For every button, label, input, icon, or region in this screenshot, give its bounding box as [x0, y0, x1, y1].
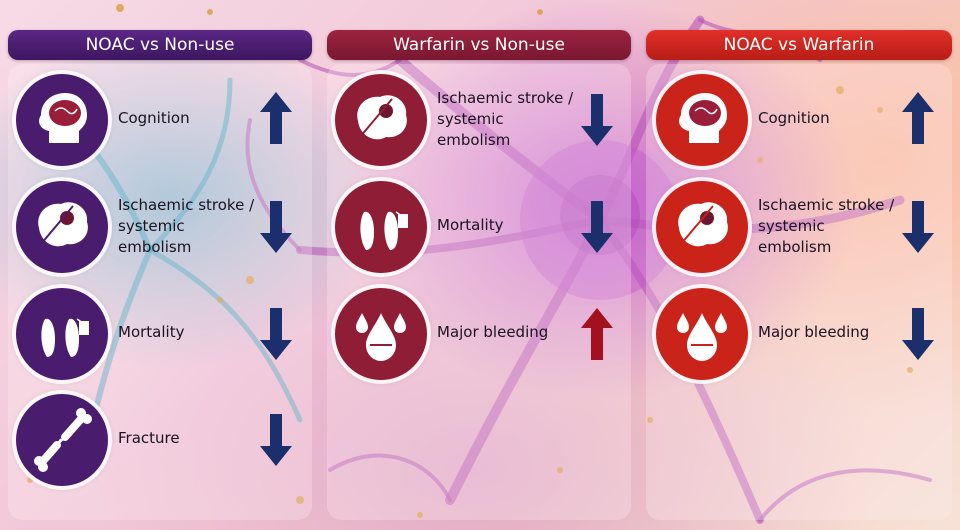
- column-header: Warfarin vs Non-use: [327, 30, 631, 60]
- arrow-up-icon: [581, 308, 613, 360]
- outcome-label: Ischaemic stroke / systemic embolism: [118, 196, 255, 256]
- arrow-down-icon: [581, 201, 613, 253]
- outcome-label: Major bleeding: [437, 323, 549, 341]
- column-header: NOAC vs Non-use: [8, 30, 312, 60]
- brain-clot-icon: [656, 181, 748, 273]
- outcome-label: Ischaemic stroke / systemic embolism: [437, 89, 574, 149]
- arrow-down-icon: [902, 308, 934, 360]
- brain-clot-icon: [16, 181, 108, 273]
- arrow-down-icon: [260, 414, 292, 466]
- feet-tag-icon: [335, 181, 427, 273]
- blood-drops-icon: [335, 288, 427, 380]
- arrow-down-icon: [260, 201, 292, 253]
- column-header: NOAC vs Warfarin: [646, 30, 952, 60]
- outcome-label: Major bleeding: [758, 323, 870, 341]
- outcome-label: Mortality: [437, 216, 504, 234]
- blood-drops-icon: [656, 288, 748, 380]
- head-brain-icon: [16, 74, 108, 166]
- broken-bone-icon: [16, 394, 108, 486]
- outcome-label: Cognition: [758, 109, 830, 127]
- outcome-label: Fracture: [118, 429, 180, 447]
- brain-clot-icon: [335, 74, 427, 166]
- outcome-label: Cognition: [118, 109, 190, 127]
- arrow-down-icon: [581, 94, 613, 146]
- arrow-down-icon: [902, 201, 934, 253]
- outcome-label: Ischaemic stroke / systemic embolism: [758, 196, 895, 256]
- outcome-label: Mortality: [118, 323, 185, 341]
- arrow-up-icon: [260, 92, 292, 144]
- feet-tag-icon: [16, 288, 108, 380]
- arrow-up-icon: [902, 92, 934, 144]
- arrow-down-icon: [260, 308, 292, 360]
- head-brain-icon: [656, 74, 748, 166]
